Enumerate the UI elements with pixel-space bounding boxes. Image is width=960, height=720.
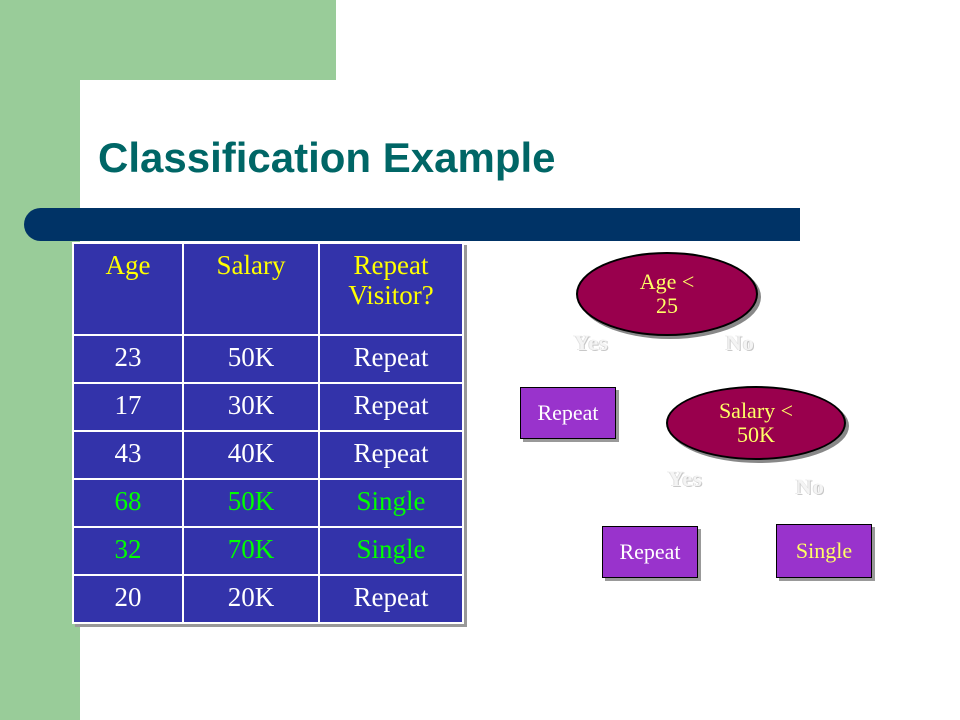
- edge-label-salary-no: No: [796, 474, 825, 499]
- cell-salary: 40K: [182, 430, 320, 480]
- cell-visitor: Repeat: [318, 334, 464, 384]
- tree-node-age-line2: 25: [656, 293, 678, 318]
- cell-salary: 20K: [182, 574, 320, 624]
- cell-age: 68: [72, 478, 184, 528]
- cell-salary: 70K: [182, 526, 320, 576]
- table-row: 43 40K Repeat: [72, 430, 464, 480]
- cell-visitor: Repeat: [318, 430, 464, 480]
- table-header-row: Age Salary Repeat Visitor?: [72, 242, 464, 336]
- training-data-table: Age Salary Repeat Visitor? 23 50K Repeat…: [72, 242, 464, 624]
- cell-salary: 30K: [182, 382, 320, 432]
- cell-visitor: Single: [318, 478, 464, 528]
- side-band-decoration: [0, 0, 80, 720]
- edge-label-age-yes: Yes: [574, 330, 609, 355]
- tree-leaf-repeat-salary-yes: Repeat: [602, 526, 698, 578]
- header-age: Age: [72, 242, 184, 336]
- table-row: 68 50K Single: [72, 478, 464, 528]
- cell-salary: 50K: [182, 478, 320, 528]
- table-row: 32 70K Single: [72, 526, 464, 576]
- edge-label-age-no: No: [726, 330, 755, 355]
- title-underline-bar: [24, 208, 800, 241]
- tree-node-salary-line2: 50K: [737, 422, 775, 447]
- header-repeat-visitor: Repeat Visitor?: [318, 242, 464, 336]
- table-row: 23 50K Repeat: [72, 334, 464, 384]
- tree-node-age: Age < 25: [576, 252, 758, 336]
- cell-visitor: Repeat: [318, 574, 464, 624]
- cell-age: 23: [72, 334, 184, 384]
- tree-node-salary-line1: Salary <: [718, 398, 794, 423]
- cell-age: 20: [72, 574, 184, 624]
- cell-visitor: Single: [318, 526, 464, 576]
- cell-salary: 50K: [182, 334, 320, 384]
- tree-node-age-line1: Age <: [639, 269, 695, 294]
- cell-visitor: Repeat: [318, 382, 464, 432]
- cell-age: 32: [72, 526, 184, 576]
- slide-title: Classification Example: [98, 134, 556, 181]
- header-salary: Salary: [182, 242, 320, 336]
- edge-label-salary-yes: Yes: [668, 466, 703, 491]
- top-band-decoration: [0, 0, 336, 80]
- tree-node-salary: Salary < 50K: [666, 386, 846, 460]
- table-row: 17 30K Repeat: [72, 382, 464, 432]
- cell-age: 43: [72, 430, 184, 480]
- table-row: 20 20K Repeat: [72, 574, 464, 624]
- tree-leaf-single: Single: [776, 524, 872, 578]
- cell-age: 17: [72, 382, 184, 432]
- tree-leaf-repeat: Repeat: [520, 387, 616, 439]
